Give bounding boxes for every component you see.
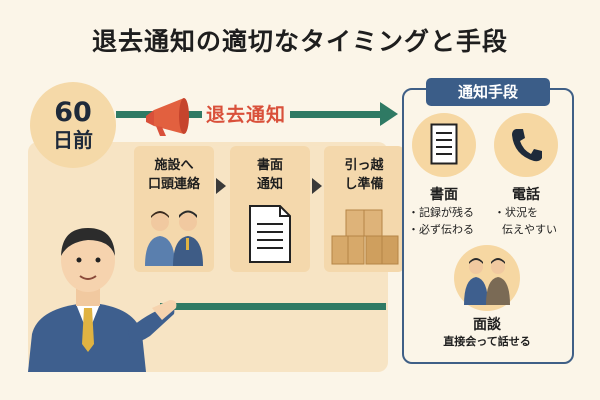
phone-method-circle bbox=[494, 113, 558, 177]
days-number: 60 bbox=[54, 97, 92, 128]
two-people-talking-icon bbox=[145, 210, 203, 266]
phone-method-notes: ・状況を 伝えやすい bbox=[494, 204, 557, 238]
means-title-badge: 通知手段 bbox=[426, 78, 550, 106]
businessman-icon bbox=[28, 228, 177, 372]
step-line2: 通知 bbox=[256, 177, 283, 192]
lower-arrow-line bbox=[160, 303, 386, 310]
document-method-label: 書面 bbox=[430, 187, 458, 203]
step-line2: 口頭連絡 bbox=[147, 177, 200, 192]
step-line2: し準備 bbox=[344, 177, 384, 192]
days-unit: 日前 bbox=[53, 128, 93, 152]
megaphone-icon bbox=[146, 98, 189, 136]
meeting-method-label: 面談 bbox=[473, 317, 501, 333]
timeline-label: 退去通知 bbox=[202, 100, 291, 127]
step-chevron bbox=[216, 178, 226, 194]
document-icon bbox=[430, 123, 458, 165]
document-icon bbox=[249, 205, 291, 263]
step-card-moving: 引っ越 し準備 bbox=[324, 146, 404, 272]
step-line1: 施設へ bbox=[154, 158, 194, 173]
note-item: ・必ず伝わる bbox=[408, 223, 474, 236]
two-people-talking-icon bbox=[464, 258, 510, 305]
step-chevron bbox=[312, 178, 322, 194]
note-item: 伝えやすい bbox=[502, 223, 557, 236]
step-card-document: 書面 通知 bbox=[230, 146, 310, 272]
days-before-badge: 60 日前 bbox=[30, 82, 116, 168]
document-method-notes: ・記録が残る ・必ず伝わる bbox=[408, 204, 474, 238]
page-title: 退去通知の適切なタイミングと手段 bbox=[91, 27, 508, 56]
boxes-icon bbox=[331, 209, 399, 265]
note-item: ・記録が残る bbox=[408, 206, 474, 219]
phone-method-label: 電話 bbox=[512, 187, 540, 203]
step-line1: 書面 bbox=[256, 158, 283, 173]
step-line1: 引っ越 bbox=[344, 158, 384, 173]
timeline-arrowhead bbox=[380, 102, 398, 126]
meeting-method-note: 直接会って話せる bbox=[443, 335, 531, 348]
note-item: ・状況を bbox=[494, 206, 538, 219]
step-card-verbal: 施設へ 口頭連絡 bbox=[134, 146, 214, 272]
phone-icon bbox=[512, 129, 542, 162]
